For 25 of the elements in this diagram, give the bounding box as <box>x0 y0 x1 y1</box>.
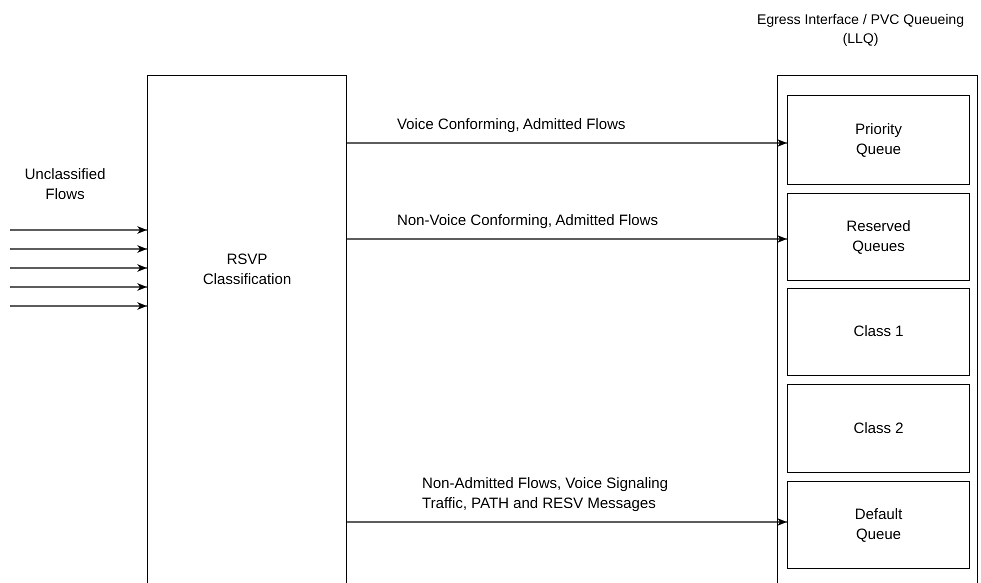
node-label: Priority Queue <box>854 120 903 160</box>
arrow <box>347 518 787 526</box>
arrow <box>10 245 147 253</box>
arrow <box>347 235 787 243</box>
node-heading: Egress Interface / PVC Queueing (LLQ) <box>756 10 965 48</box>
arrow <box>10 264 147 272</box>
arrow <box>347 139 787 147</box>
flow-label: Unclassified Flows <box>24 165 106 205</box>
node-label: Default Queue <box>854 505 904 545</box>
edge-label: Non-Admitted Flows, Voice Signaling Traffic, PATH and RESV Messages <box>422 474 669 514</box>
arrow <box>10 283 147 291</box>
process-box <box>787 95 970 185</box>
node-label: RSVP Classification <box>202 250 292 290</box>
process-box <box>787 481 970 569</box>
edge-label: Non-Voice Conforming, Admitted Flows <box>397 211 659 231</box>
process-box <box>147 75 347 583</box>
edge-label: Voice Conforming, Admitted Flows <box>397 115 626 135</box>
process-box <box>787 288 970 376</box>
arrow <box>10 226 147 234</box>
process-box <box>787 384 970 473</box>
process-box <box>787 193 970 281</box>
node-label: Class 1 <box>852 322 905 342</box>
node-label: Reserved Queues <box>845 217 912 257</box>
arrow <box>10 302 147 310</box>
node-label: Class 2 <box>852 418 905 438</box>
